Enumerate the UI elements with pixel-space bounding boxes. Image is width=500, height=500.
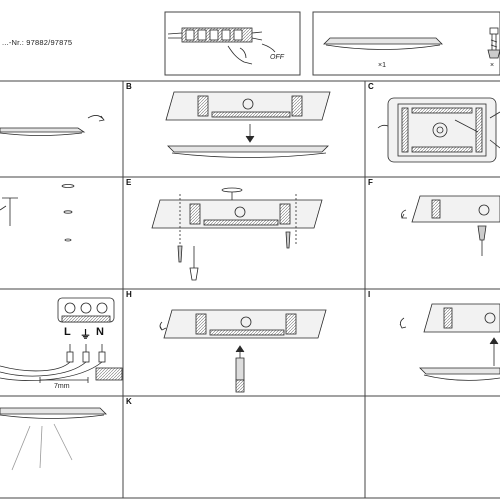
step-label-i: I — [368, 290, 371, 299]
step-b-figure — [165, 91, 331, 158]
step-i-figure — [399, 303, 500, 381]
step-label-e: E — [126, 178, 132, 187]
step-h-figure — [159, 309, 327, 393]
step-label-f: F — [368, 178, 373, 187]
terminal-neutral: N — [96, 326, 104, 338]
power-off-figure — [167, 27, 276, 65]
power-off-label: OFF — [270, 54, 284, 61]
step-grid — [0, 11, 500, 499]
terminal-earth: ⏚ — [80, 329, 91, 341]
terminal-live: L — [64, 326, 71, 338]
plug-quantity: × — [490, 62, 495, 69]
step-e-figure — [151, 187, 323, 281]
step-d-figure — [0, 184, 75, 242]
step-j-figure — [0, 407, 107, 471]
step-g-figure — [0, 297, 123, 383]
lamp-quantity: ×1 — [378, 62, 386, 69]
parts-figure — [323, 27, 500, 59]
step-label-b: B — [126, 82, 132, 91]
step-label-h: H — [126, 290, 132, 299]
strip-length: 7mm — [54, 383, 70, 390]
step-f-figure — [401, 195, 500, 256]
article-number: ...-Nr.: 97882/97875 — [2, 38, 73, 47]
step-label-c: C — [368, 82, 374, 91]
step-label-k: K — [126, 397, 132, 406]
step-c-figure — [377, 97, 500, 163]
step-a-figure — [0, 115, 105, 136]
